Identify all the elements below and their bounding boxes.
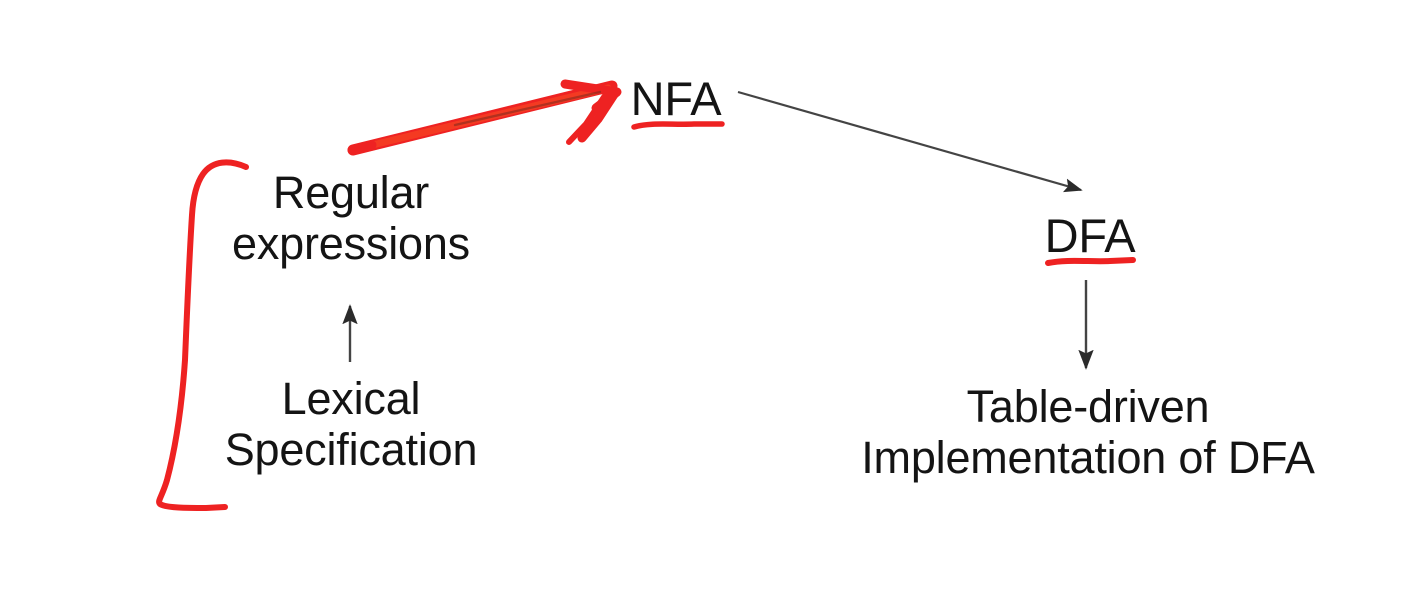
- node-table-driven-implementation: Table-driven Implementation of DFA: [861, 381, 1315, 483]
- node-dfa: DFA: [1044, 209, 1136, 262]
- red-arrow-icon: [347, 79, 622, 156]
- arrow-nfa-to-dfa: [737, 90, 1083, 193]
- node-regular-expressions: Regular expressions: [232, 167, 470, 269]
- node-lexical-specification: Lexical Specification: [224, 373, 478, 475]
- node-nfa: NFA: [630, 72, 722, 125]
